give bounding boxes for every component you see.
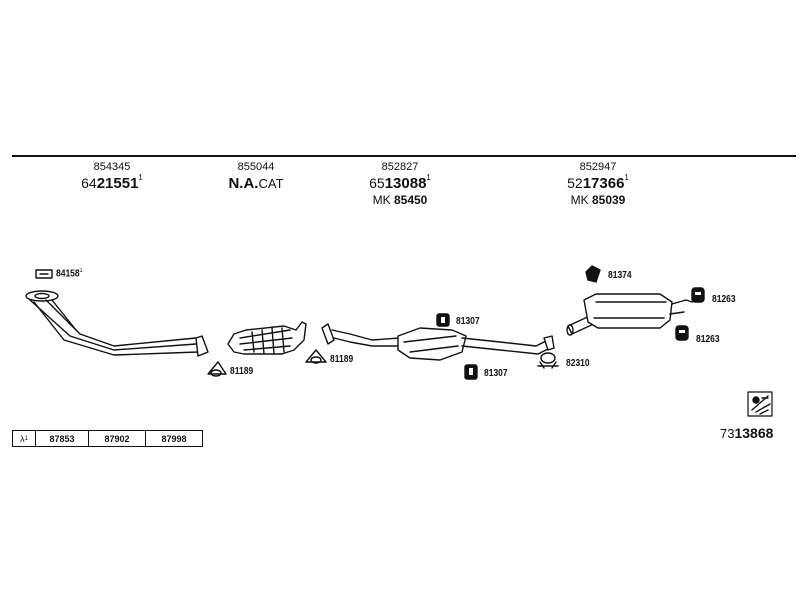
column-2: 852827 65130881 MK 85450 [350, 161, 450, 207]
column-0: 854345 64215511 [62, 161, 162, 192]
flat-gasket-icon [35, 269, 53, 279]
rubber-hanger-icon [675, 325, 689, 341]
rubber-hanger-icon [585, 265, 601, 283]
sealing-ring-icon [305, 349, 327, 364]
document-number: 7313868 [720, 425, 774, 441]
mk-number: MK 85450 [372, 193, 428, 207]
part-number: 855044 [237, 161, 275, 173]
order-number: N.A.CAT [228, 175, 284, 192]
part-label-81374: 81374 [608, 270, 632, 281]
document-badge-icon [747, 391, 773, 417]
column-1: 855044 N.A.CAT [206, 161, 306, 192]
exhaust-clamp-icon [537, 352, 559, 369]
top-rule [12, 155, 796, 157]
order-number: 65130881 [369, 173, 431, 192]
order-number: 52173661 [567, 173, 629, 192]
rubber-hanger-icon [436, 313, 450, 327]
part-number: 852947 [579, 161, 617, 173]
column-3: 852947 52173661 MK 85039 [548, 161, 648, 207]
part-label-81307: 81307 [484, 368, 508, 379]
part-label-81189: 81189 [230, 366, 254, 377]
table-cell: 87902 [89, 431, 146, 446]
part-label-84158: 841581 [56, 268, 83, 280]
sealing-ring-icon [207, 361, 227, 377]
part-label-81307: 81307 [456, 316, 480, 327]
part-number: 852827 [381, 161, 419, 173]
part-label-82310: 82310 [566, 358, 590, 369]
part-label-81263: 81263 [712, 294, 736, 305]
front-pipe-icon [25, 290, 209, 357]
rubber-hanger-icon [691, 287, 705, 303]
table-cell: 87998 [161, 433, 187, 444]
catalytic-converter-icon [227, 321, 307, 355]
part-number: 854345 [93, 161, 131, 173]
middle-silencer-icon [321, 323, 555, 361]
rubber-hanger-icon [464, 364, 478, 380]
rear-silencer-icon [566, 293, 693, 336]
mk-number: MK 85039 [570, 193, 626, 207]
part-label-81189: 81189 [330, 354, 354, 365]
table-cell: 87853 [36, 431, 89, 446]
part-label-81263: 81263 [696, 334, 720, 345]
order-number: 64215511 [81, 173, 143, 192]
